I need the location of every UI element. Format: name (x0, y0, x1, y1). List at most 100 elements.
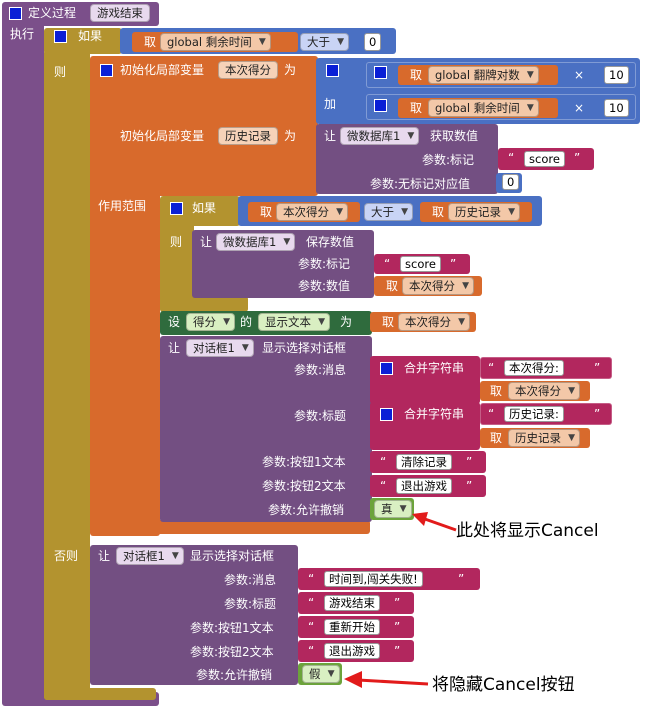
text-field[interactable]: 清除记录 (396, 454, 452, 470)
boolean-dropdown[interactable]: 真▼ (374, 500, 412, 518)
join-gear-icon[interactable] (380, 362, 393, 375)
property-dropdown[interactable]: 显示文本▼ (258, 313, 330, 331)
multiply-gear-icon[interactable] (374, 66, 387, 79)
text-field[interactable]: 重新开始 (324, 619, 380, 635)
if-label: 如果 (78, 29, 103, 43)
chevron-down-icon: ▼ (568, 386, 575, 396)
component-dropdown[interactable]: 微数据库1▼ (216, 233, 296, 251)
boolean-dropdown[interactable]: 假▼ (302, 665, 340, 683)
init-local-block[interactable] (90, 56, 318, 196)
text-field[interactable]: score (524, 151, 565, 167)
if-gear-icon[interactable] (170, 202, 183, 215)
var-dropdown[interactable]: 本次得分▼ (398, 313, 470, 331)
param-tag-label: 参数:标记 (422, 153, 475, 167)
component-dropdown[interactable]: 微数据库1▼ (340, 127, 420, 145)
join-gear-icon[interactable] (380, 408, 393, 421)
chevron-down-icon: ▼ (337, 37, 344, 47)
if-label: 如果 (192, 201, 217, 215)
else-label: 否则 (54, 549, 79, 563)
component-dropdown[interactable]: 对话框1 ▼ (186, 339, 254, 357)
dialog-block-2[interactable] (90, 545, 298, 685)
chevron-down-icon: ▼ (171, 551, 179, 561)
param-cancel-label: 参数:允许撤销 (268, 503, 345, 517)
component-dropdown[interactable]: 得分▼ (186, 313, 235, 331)
inner-if-foot (160, 296, 248, 312)
chevron-down-icon: ▼ (526, 70, 534, 80)
text-field[interactable]: score (400, 256, 441, 272)
number-field[interactable]: 0 (502, 174, 520, 190)
var-dropdown[interactable]: 本次得分▼ (276, 203, 348, 221)
close-quote: ” (458, 572, 465, 586)
chevron-down-icon: ▼ (399, 504, 407, 514)
add-gear-icon[interactable] (326, 64, 339, 77)
component-dropdown[interactable]: 对话框1▼ (116, 547, 184, 565)
var-dropdown[interactable]: 历史记录 ▼ (448, 203, 520, 221)
init-local-foot (90, 520, 370, 534)
multiply-gear-icon[interactable] (374, 99, 387, 112)
init-label: 初始化局部变量 (120, 129, 205, 143)
operator-dropdown[interactable]: 大于▼ (300, 33, 349, 51)
open-quote: “ (380, 455, 387, 469)
open-quote: “ (384, 257, 391, 271)
collapse-toggle-icon[interactable] (9, 7, 22, 20)
call-label: 让 (200, 235, 213, 249)
number-field[interactable]: 10 (604, 99, 629, 117)
var-dropdown[interactable]: global 剩余时间▼ (428, 99, 539, 117)
var-dropdown[interactable]: 本次得分 ▼ (508, 382, 580, 400)
add-label: 加 (324, 97, 337, 111)
local-name-field[interactable]: 历史记录 (218, 127, 278, 145)
if-gear-icon[interactable] (54, 30, 67, 43)
var-dropdown[interactable]: 历史记录▼ (508, 429, 580, 447)
text-field[interactable]: 时间到,闯关失败! (324, 571, 423, 587)
param-msg-label: 参数:消息 (294, 363, 347, 377)
chevron-down-icon: ▼ (508, 207, 515, 217)
open-quote: “ (488, 361, 495, 375)
init-gear-icon[interactable] (100, 64, 113, 77)
operator-dropdown[interactable]: 大于▼ (364, 203, 413, 221)
chevron-down-icon: ▼ (223, 317, 230, 327)
get-label: 取 (490, 431, 503, 445)
text-field[interactable]: 游戏结束 (324, 595, 380, 611)
open-quote: “ (308, 572, 315, 586)
method-label: 显示选择对话框 (262, 341, 347, 355)
open-quote: “ (308, 620, 315, 634)
of-label: 的 (240, 315, 253, 329)
component-text: 微数据库1 (347, 129, 401, 143)
text-field[interactable]: 历史记录: (504, 406, 564, 422)
method-label: 保存数值 (306, 235, 355, 249)
param-msg-label: 参数:消息 (224, 573, 277, 587)
chevron-down-icon: ▼ (401, 207, 408, 217)
var-dropdown[interactable]: global 剩余时间▼ (160, 33, 271, 51)
number-field[interactable]: 10 (604, 66, 629, 84)
chevron-down-icon: ▼ (462, 281, 469, 291)
local-name-field[interactable]: 本次得分 (218, 61, 278, 79)
method-label: 显示选择对话框 (190, 549, 275, 563)
param-btn1-label: 参数:按钮1文本 (190, 621, 274, 635)
text-field[interactable]: 退出游戏 (396, 478, 452, 494)
param-title-label: 参数:标题 (294, 409, 347, 423)
var-text: 本次得分 (515, 384, 561, 398)
var-dropdown[interactable]: 本次得分▼ (402, 277, 474, 295)
chevron-down-icon: ▼ (526, 103, 534, 113)
var-text: 历史记录 (455, 205, 501, 219)
close-quote: ” (394, 596, 401, 610)
open-quote: “ (308, 596, 315, 610)
text-field[interactable]: 退出游戏 (324, 643, 380, 659)
var-text: global 翻牌对数 (435, 68, 520, 82)
join-label: 合并字符串 (404, 361, 465, 375)
open-quote: “ (380, 479, 387, 493)
number-field[interactable]: 0 (364, 33, 382, 51)
property-text: 显示文本 (265, 315, 311, 329)
component-text: 对话框1 (193, 341, 235, 355)
close-quote: ” (466, 455, 473, 469)
text-field[interactable]: 本次得分: (504, 360, 564, 376)
then-label: 则 (170, 235, 183, 249)
dialog-block-1[interactable] (160, 336, 372, 522)
param-value-label: 参数:数值 (298, 279, 351, 293)
get-label: 取 (386, 279, 399, 293)
var-dropdown[interactable]: global 翻牌对数 ▼ (428, 66, 539, 84)
close-quote: ” (394, 644, 401, 658)
close-quote: ” (466, 479, 473, 493)
procedure-name-field[interactable]: 游戏结束 (90, 4, 150, 22)
chevron-down-icon: ▼ (241, 343, 249, 353)
